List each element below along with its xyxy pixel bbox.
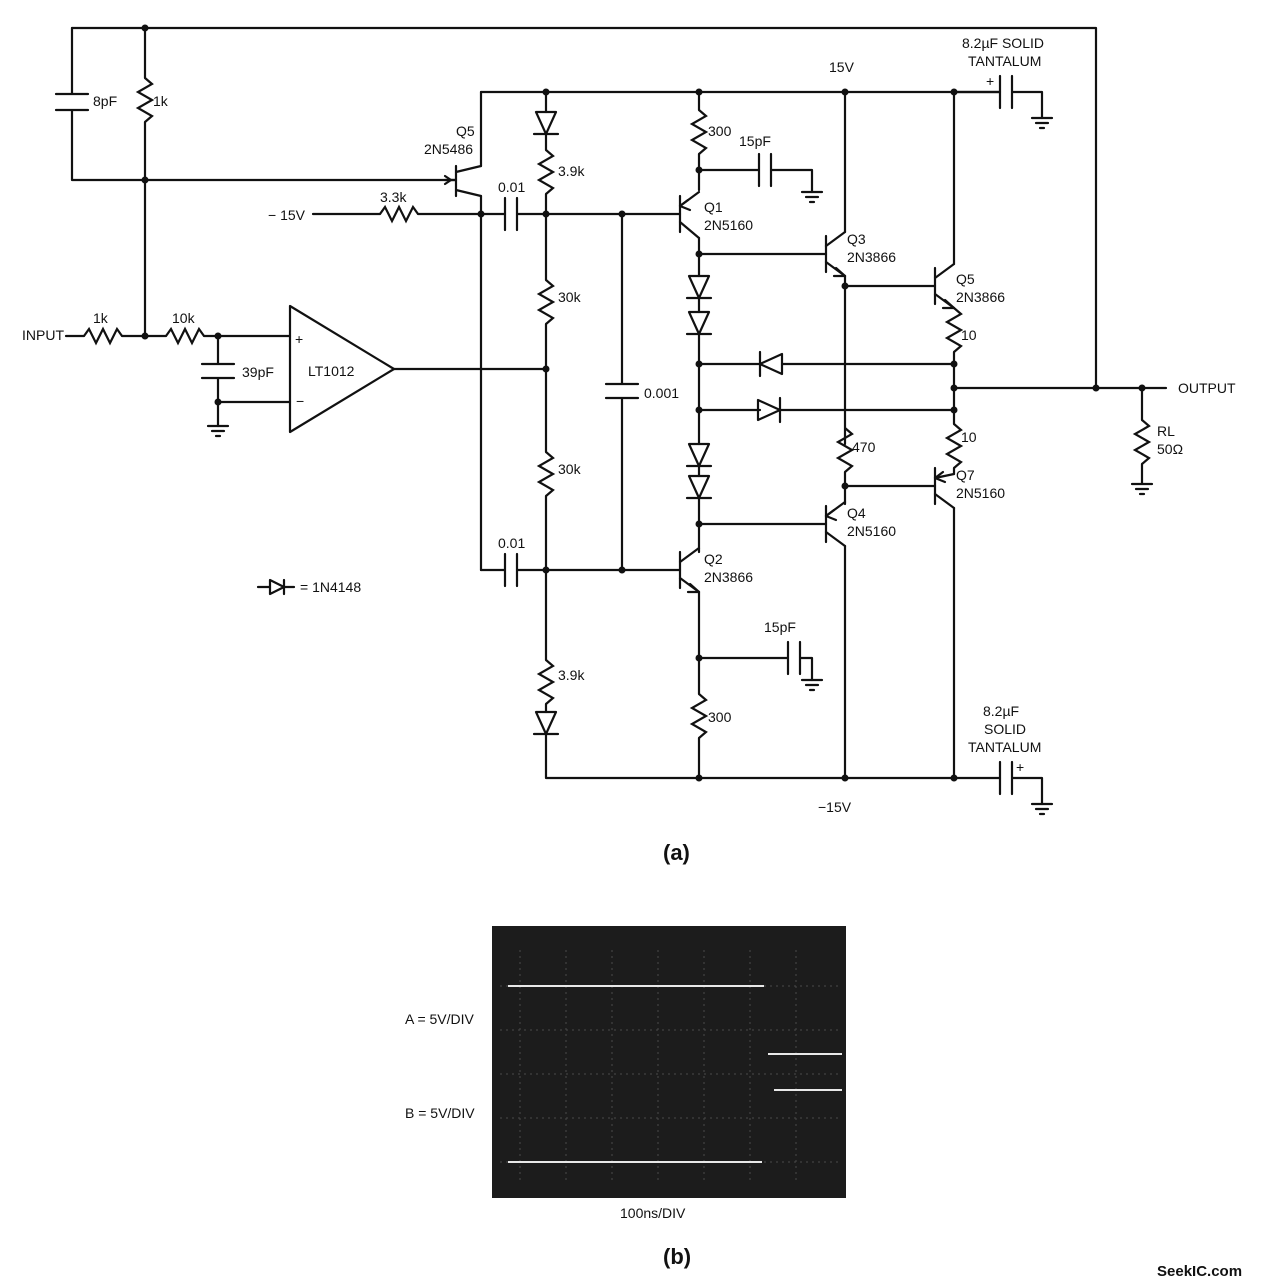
label-30k-bottom: 30k	[558, 461, 582, 477]
label-1k-input: 1k	[93, 310, 109, 326]
label-10-bottom: 10	[961, 429, 977, 445]
label-300-bottom: 300	[708, 709, 732, 725]
label-q4-part: 2N5160	[847, 523, 896, 539]
label-q5-name: Q5	[956, 271, 975, 287]
label-15pf-top: 15pF	[739, 133, 771, 149]
label-3k9-bottom: 3.9k	[558, 667, 585, 683]
opamp-minus: −	[296, 393, 304, 409]
label-tant-bot-value: 8.2µF	[983, 703, 1019, 719]
label-3k9-top: 3.9k	[558, 163, 585, 179]
opamp-label: LT1012	[308, 363, 355, 379]
label-q5-part: 2N3866	[956, 289, 1005, 305]
diode-legend-text: = 1N4148	[300, 579, 361, 595]
scope-screen	[492, 926, 846, 1198]
label-q1-name: Q1	[704, 199, 723, 215]
label-rl-value: 50Ω	[1157, 441, 1183, 457]
label-rl-name: RL	[1157, 423, 1175, 439]
driver-stage	[678, 88, 824, 782]
label-39pf: 39pF	[242, 364, 274, 380]
caption-a: (a)	[663, 840, 690, 865]
label-tant-top-value: 8.2µF SOLID	[962, 35, 1044, 51]
label-tant-bot-type1: SOLID	[984, 721, 1026, 737]
label-q3-name: Q3	[847, 231, 866, 247]
label-15pf-bottom: 15pF	[764, 619, 796, 635]
label-q3-part: 2N3866	[847, 249, 896, 265]
caption-b: (b)	[663, 1244, 691, 1269]
label-3k3: 3.3k	[380, 189, 407, 205]
label-q7-name: Q7	[956, 467, 975, 483]
label-10-top: 10	[961, 327, 977, 343]
label-neg15v-left: − 15V	[268, 207, 306, 223]
label-001-top: 0.01	[498, 179, 525, 195]
label-q5-fet-part: 2N5486	[424, 141, 473, 157]
tant-top-plus: +	[986, 73, 994, 89]
label-0001: 0.001	[644, 385, 679, 401]
label-q2-part: 2N3866	[704, 569, 753, 585]
output-label: OUTPUT	[1178, 380, 1236, 396]
bias-network	[311, 88, 1002, 780]
label-30k-top: 30k	[558, 289, 582, 305]
tant-bot-plus: +	[1016, 759, 1024, 775]
label-15v: 15V	[829, 59, 855, 75]
label-tant-bot-type2: TANTALUM	[968, 739, 1041, 755]
input-label: INPUT	[22, 327, 64, 343]
label-q5-fet-name: Q5	[456, 123, 475, 139]
oscilloscope-photo: A = 5V/DIV B = 5V/DIV 100ns/DIV (b)	[405, 926, 846, 1269]
schematic-labels: 8pF 1k INPUT 1k 10k 39pF + − LT1012 Q5 2…	[22, 35, 1236, 865]
diode-legend-symbol	[256, 578, 296, 596]
input-network	[54, 24, 1098, 438]
channel-b-label: B = 5V/DIV	[405, 1105, 475, 1121]
timebase-label: 100ns/DIV	[620, 1205, 686, 1221]
label-neg15v-bottom: −15V	[818, 799, 852, 815]
label-470: 470	[852, 439, 876, 455]
label-q2-name: Q2	[704, 551, 723, 567]
channel-a-label: A = 5V/DIV	[405, 1011, 475, 1027]
label-tant-top-type: TANTALUM	[968, 53, 1041, 69]
output-stage	[697, 74, 1168, 816]
opamp-plus: +	[295, 331, 303, 347]
label-q4-name: Q4	[847, 505, 866, 521]
label-001-bottom: 0.01	[498, 535, 525, 551]
label-q1-part: 2N5160	[704, 217, 753, 233]
label-300-top: 300	[708, 123, 732, 139]
label-1k-feedback: 1k	[153, 93, 169, 109]
watermark: SeekIC.com	[1157, 1263, 1242, 1280]
label-10k: 10k	[172, 310, 196, 326]
label-q7-part: 2N5160	[956, 485, 1005, 501]
label-8pf: 8pF	[93, 93, 117, 109]
